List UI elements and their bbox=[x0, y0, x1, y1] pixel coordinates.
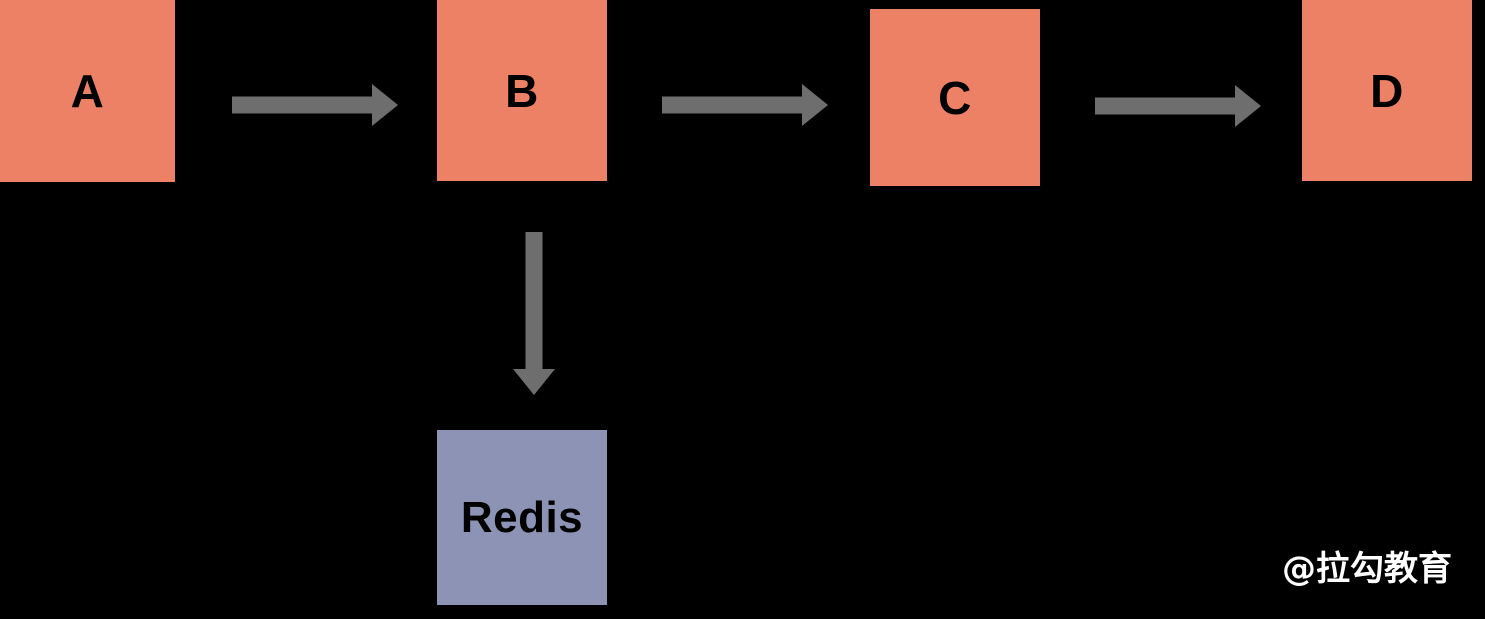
edge-c-to-d bbox=[1095, 85, 1261, 127]
node-a[interactable]: A bbox=[0, 0, 175, 182]
arrow-head-shaft bbox=[662, 84, 828, 126]
edge-a-to-b bbox=[232, 84, 398, 126]
node-label-d: D bbox=[1370, 64, 1404, 117]
arrow-head-shaft bbox=[232, 84, 398, 126]
edge-b-to-redis bbox=[513, 232, 555, 395]
node-redis[interactable]: Redis bbox=[437, 430, 607, 605]
node-b[interactable]: B bbox=[437, 0, 607, 181]
node-label-redis: Redis bbox=[460, 492, 584, 542]
node-d[interactable]: D bbox=[1302, 0, 1472, 181]
node-label-c: C bbox=[938, 71, 972, 124]
node-c[interactable]: C bbox=[870, 9, 1040, 186]
arrow-head-shaft bbox=[1095, 85, 1261, 127]
edge-b-to-c bbox=[662, 84, 828, 126]
node-label-b: B bbox=[505, 64, 539, 117]
arrow-head-shaft bbox=[513, 232, 555, 395]
node-label-a: A bbox=[70, 65, 105, 117]
watermark: @拉勾教育 bbox=[1282, 549, 1452, 589]
